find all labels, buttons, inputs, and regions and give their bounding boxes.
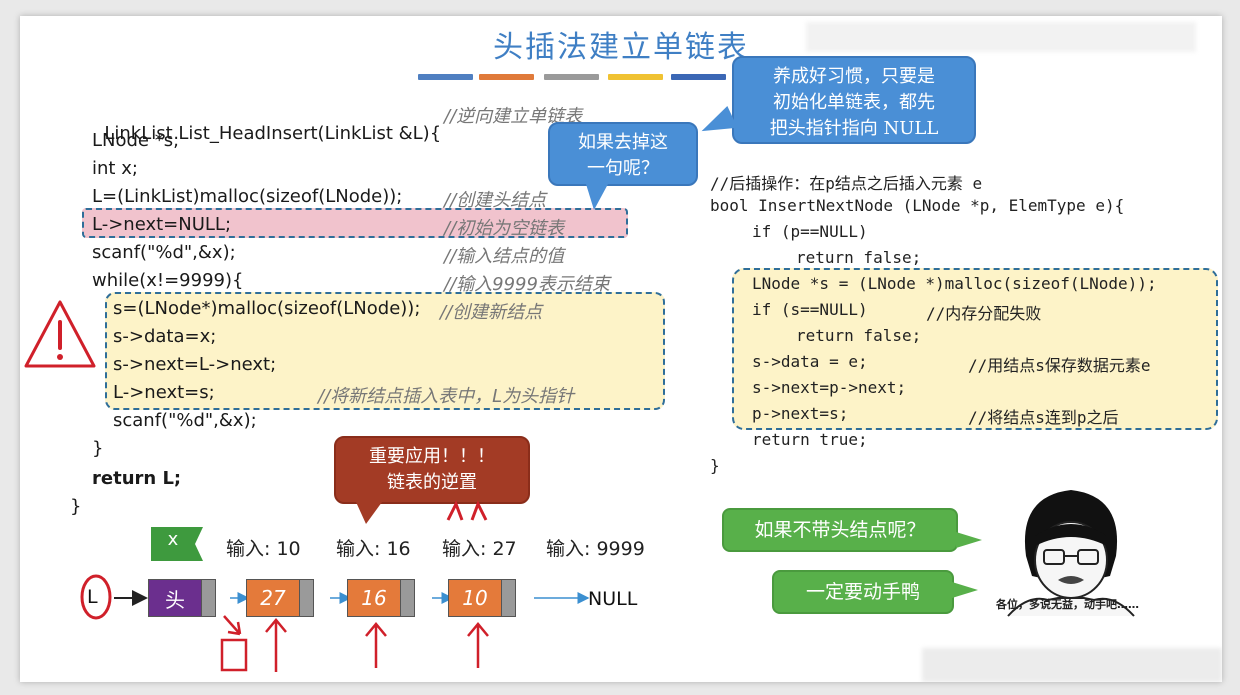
flag-label: x xyxy=(167,529,179,550)
title-strip-2 xyxy=(479,74,534,80)
bubble-line: 重要应用！！！ xyxy=(369,446,495,467)
code-text: LinkList List_HeadInsert(LinkList &L){ xyxy=(104,123,442,144)
right-comment-title: //后插操作：在p结点之后插入元素 e xyxy=(710,174,983,193)
code-line: L=(LinkList)malloc(sizeof(LNode)); xyxy=(92,186,403,207)
meme-caption: 各位，多说无益，动手吧…… xyxy=(996,598,1139,611)
node-data: 10 xyxy=(448,579,502,617)
code-line: return L; xyxy=(92,468,182,489)
code-line: p->next=s; xyxy=(752,404,849,423)
code-line: s->next=p->next; xyxy=(752,378,907,397)
remove-bubble-tail xyxy=(586,184,608,210)
blurred-region-top xyxy=(806,22,1196,52)
code-comment: //将新结点插入表中，L为头指针 xyxy=(318,386,575,407)
code-line: LNode *s; xyxy=(92,130,180,151)
code-line: } xyxy=(70,496,82,517)
code-line: scanf("%d",&x); xyxy=(92,242,236,263)
node-data: 头 xyxy=(148,579,202,617)
head-insert-highlight xyxy=(105,292,665,410)
important-bubble-tail xyxy=(356,502,382,524)
list-node: 10 xyxy=(448,579,516,617)
head-node: 头 xyxy=(148,579,216,617)
code-line: int x; xyxy=(92,158,138,179)
node-pointer xyxy=(300,579,314,617)
code-line: } xyxy=(710,456,720,475)
code-line: L->next=s; xyxy=(113,382,215,403)
code-line: s->next=L->next; xyxy=(113,354,277,375)
bubble-line: 如果去掉这 xyxy=(578,132,668,153)
list-node: 16 xyxy=(347,579,415,617)
input-label: 输入: 16 xyxy=(336,538,411,560)
slide: 头插法建立单链表 LinkList List_HeadInsert(LinkLi… xyxy=(20,16,1222,682)
bubble-line: 把头指针指向 NULL xyxy=(769,118,939,139)
input-label: 输入: 9999 xyxy=(546,538,645,560)
code-line: if (p==NULL) xyxy=(752,222,868,241)
head-pointer-label: L xyxy=(87,586,98,608)
code-comment: //逆向建立单链表 xyxy=(444,106,583,127)
code-line: L->next=NULL; xyxy=(92,214,232,235)
blurred-region-bottom xyxy=(922,648,1222,682)
code-comment: //输入9999表示结束 xyxy=(444,274,610,295)
node-pointer xyxy=(502,579,516,617)
title-strip-1 xyxy=(418,74,473,80)
left-code-block: LinkList List_HeadInsert(LinkList &L){ /… xyxy=(20,16,610,682)
title-strip-3 xyxy=(544,74,599,80)
code-line: return false; xyxy=(796,248,922,267)
flag-icon xyxy=(151,527,203,561)
title-strip-4 xyxy=(608,74,663,80)
meme-face-icon xyxy=(1007,490,1135,617)
code-line: if (s==NULL) xyxy=(752,300,868,319)
important-bubble: 重要应用！！！ 链表的逆置 xyxy=(334,436,530,504)
node-pointer xyxy=(401,579,415,617)
input-label: 输入: 10 xyxy=(226,538,301,560)
code-line: while(x!=9999){ xyxy=(92,270,244,291)
code-comment: //创建头结点 xyxy=(444,190,547,211)
code-line: s->data=x; xyxy=(113,326,217,347)
code-comment: //用结点s保存数据元素e xyxy=(968,356,1151,375)
habit-bubble: 养成好习惯，只要是 初始化单链表，都先 把头指针指向 NULL xyxy=(732,56,976,144)
code-line: } xyxy=(92,438,104,459)
null-label: NULL xyxy=(588,588,638,610)
null-init-highlight xyxy=(82,208,628,238)
node-pointer xyxy=(202,579,216,617)
red-annotation-arrows-icon xyxy=(220,615,489,672)
do-it-bubble-tail xyxy=(952,582,978,598)
code-comment: //初始为空链表 xyxy=(444,218,565,239)
no-head-bubble: 如果不带头结点呢？ xyxy=(722,508,958,552)
code-comment: //内存分配失败 xyxy=(926,304,1042,323)
remove-bubble: 如果去掉这 一句呢？ xyxy=(548,122,698,186)
head-pointer-circle-icon xyxy=(80,574,112,620)
warning-icon xyxy=(24,300,96,368)
do-it-bubble: 一定要动手鸭 xyxy=(772,570,954,614)
code-line: return false; xyxy=(796,326,922,345)
no-head-bubble-tail xyxy=(956,532,982,548)
code-line: scanf("%d",&x); xyxy=(113,410,257,431)
node-data: 16 xyxy=(347,579,401,617)
code-line: LNode *s = (LNode *)malloc(sizeof(LNode)… xyxy=(752,274,1157,293)
insert-next-highlight xyxy=(732,268,1218,430)
red-marks-icon xyxy=(446,500,488,521)
code-comment: //输入结点的值 xyxy=(444,246,565,267)
code-comment: //将结点s连到p之后 xyxy=(968,408,1119,427)
list-node: 27 xyxy=(246,579,314,617)
slide-title: 头插法建立单链表 xyxy=(493,30,749,65)
title-strip-5 xyxy=(671,74,726,80)
code-line: bool InsertNextNode (LNode *p, ElemType … xyxy=(710,196,1125,215)
code-comment: //创建新结点 xyxy=(440,302,543,323)
code-line: s=(LNode*)malloc(sizeof(LNode)); xyxy=(113,298,421,319)
bubble-line: 一句呢？ xyxy=(587,158,659,179)
bubble-line: 链表的逆置 xyxy=(387,472,477,493)
code-line: s->data = e; xyxy=(752,352,868,371)
code-line: LinkList List_HeadInsert(LinkList &L){ xyxy=(70,102,441,165)
code-line: return true; xyxy=(752,430,868,449)
input-label: 输入: 27 xyxy=(442,538,517,560)
bubble-line: 养成好习惯，只要是 xyxy=(773,66,935,87)
node-data: 27 xyxy=(246,579,300,617)
bubble-line: 初始化单链表，都先 xyxy=(773,92,935,113)
